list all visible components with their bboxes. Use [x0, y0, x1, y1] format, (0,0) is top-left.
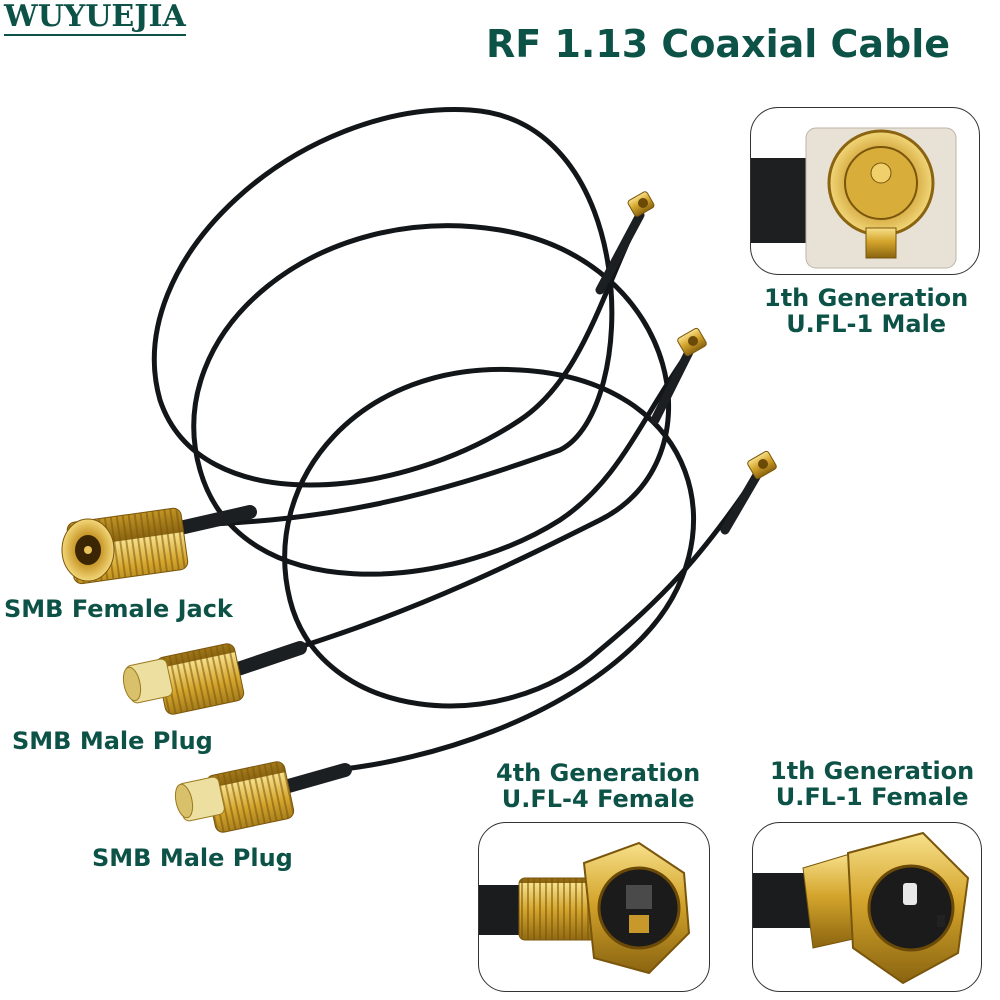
label-ufl4-female: 4th Generation U.FL-4 Female	[496, 760, 700, 812]
smb-female-jack	[61, 505, 257, 585]
page-title: RF 1.13 Coaxial Cable	[486, 22, 951, 66]
label-ufl4-female-line2: U.FL-4 Female	[501, 785, 695, 813]
label-ufl1-female: 1th Generation U.FL-1 Female	[770, 758, 974, 810]
cable-3	[282, 366, 763, 773]
label-ufl1-male: 1th Generation U.FL-1 Male	[764, 285, 968, 337]
ufl1-male-closeup	[751, 127, 957, 269]
label-ufl1-female-line2: U.FL-1 Female	[775, 783, 969, 811]
label-ufl4-female-line1: 4th Generation	[496, 759, 701, 787]
label-smb-male-plug-1: SMB Male Plug	[12, 727, 213, 755]
label-ufl1-male-line2: U.FL-1 Male	[786, 310, 947, 338]
smb-male-plug-1	[122, 641, 307, 715]
cable-2	[191, 223, 693, 653]
label-smb-female-jack: SMB Female Jack	[4, 595, 233, 623]
label-ufl1-female-line1: 1th Generation	[770, 757, 975, 785]
ufl4-female-closeup	[479, 841, 691, 975]
smb-male-plug-2	[174, 761, 352, 833]
brand-logo: WUYUEJIA	[4, 0, 186, 36]
cable-1	[151, 107, 643, 528]
label-smb-male-plug-2: SMB Male Plug	[92, 844, 293, 872]
inset-ufl1-male	[750, 107, 980, 275]
inset-ufl1-female	[752, 822, 982, 992]
ufl1-female-closeup	[753, 831, 970, 985]
label-ufl1-male-line1: 1th Generation	[764, 284, 969, 312]
ufl-connector-tip-1	[595, 191, 655, 295]
inset-ufl4-female	[478, 822, 710, 992]
ufl-connector-tip-3	[720, 450, 777, 535]
ufl-connector-tip-2	[650, 327, 707, 425]
